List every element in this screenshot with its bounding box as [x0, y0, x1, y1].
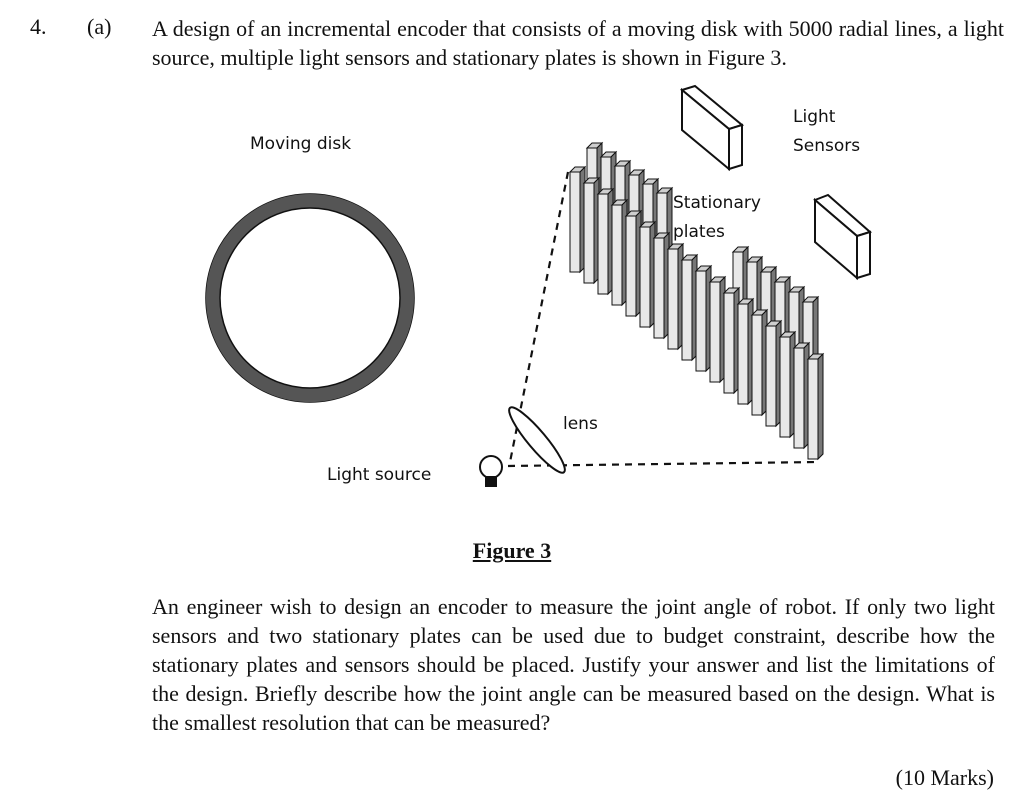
marks: (10 Marks): [895, 765, 994, 790]
plate-front-slat: [624, 209, 643, 318]
figure-caption-text: Figure 3: [472, 538, 552, 563]
question-number: 4.: [30, 14, 47, 39]
plate-front-slat: [806, 352, 825, 461]
plate-front-slat: [694, 264, 713, 373]
light-source-bulb: [479, 455, 503, 487]
plate-front-slat: [722, 286, 741, 395]
plate-front-slat: [778, 330, 797, 439]
question-part: (a): [87, 14, 112, 39]
lens: [508, 406, 566, 474]
question-body: An engineer wish to design an encoder to…: [152, 594, 995, 735]
label-lens: lens: [563, 414, 598, 434]
label-stationary-plates-line2: plates: [673, 222, 725, 242]
plate-front-slat: [568, 165, 587, 274]
plate-front-slat: [750, 308, 769, 417]
plate-front-slat: [652, 231, 671, 340]
question-intro: A design of an incremental encoder that …: [152, 16, 1004, 70]
encoder-figure: [205, 84, 873, 487]
label-light-sensors-line2: Sensors: [793, 136, 861, 156]
light-sensor-2: [813, 193, 873, 281]
label-light-source: Light source: [327, 465, 432, 485]
plate-front-slat: [582, 176, 601, 285]
plate-front-slat: [680, 253, 699, 362]
light-path: [507, 171, 819, 468]
label-stationary-plates-line1: Stationary: [673, 193, 761, 213]
plate-front-slat: [708, 275, 727, 384]
light-sensor-1: [679, 84, 745, 172]
label-moving-disk: Moving disk: [250, 134, 352, 154]
plate-front-slat: [764, 319, 783, 428]
plate-front-slat: [666, 242, 685, 351]
plate-front-slat: [610, 198, 629, 307]
stationary-plate-front: [568, 165, 825, 461]
plate-front-slat: [596, 187, 615, 296]
plate-front-slat: [638, 220, 657, 329]
plate-front-slat: [792, 341, 811, 450]
plate-front-slat: [736, 297, 755, 406]
figure-caption: Figure 3: [0, 538, 1024, 564]
label-light-sensors-line1: Light: [793, 107, 836, 127]
